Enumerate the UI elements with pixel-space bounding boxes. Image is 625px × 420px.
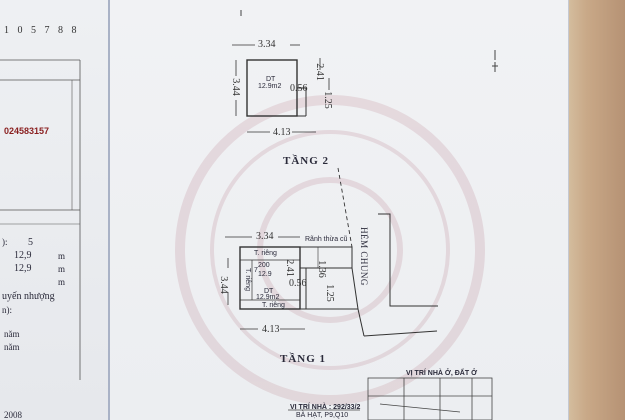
- floor1-parcel-sheet: 200: [258, 262, 270, 269]
- area-1-value: 12,9: [14, 250, 32, 261]
- certificate-left-page: 1 0 5 7 8 8 024583157 ): 5 12,9 m 12,9 m…: [0, 0, 109, 420]
- floor2-plan: [232, 44, 330, 133]
- field-number: 5: [28, 237, 33, 248]
- line-n: n):: [2, 305, 12, 315]
- location-sketch: [288, 377, 493, 420]
- reference-code: 024583157: [4, 126, 50, 136]
- floor1-right-bottom: 1.25: [323, 284, 335, 302]
- floor1-private-bottom: T. riêng: [262, 302, 285, 309]
- floor1-right-mid: 0.56: [289, 278, 307, 289]
- area-1-unit: m: [58, 251, 66, 261]
- floor1-right-side: 1.36: [315, 260, 327, 278]
- floor1-ditch-label: Rãnh thừa cũ: [305, 236, 348, 243]
- house-location-label: VỊ TRÍ NHÀ Ở, ĐẤT Ở: [406, 370, 478, 377]
- floor2-title: TẦNG 2: [283, 155, 330, 167]
- line-c: ):: [2, 237, 8, 247]
- floor1-plan: [225, 167, 438, 337]
- floor2-right-mid: 0.56: [290, 83, 308, 94]
- left-page-table-lines: [0, 59, 81, 380]
- year-line-2: năm: [4, 342, 20, 352]
- serial-number: 1 0 5 7 8 8: [4, 25, 80, 36]
- watermark-seal: [175, 95, 485, 405]
- transfer-text: uyến nhượng: [2, 291, 55, 302]
- floor2-right-top: 2.41: [313, 63, 325, 81]
- floor2-right-bottom: 1.25: [321, 91, 333, 109]
- house-position-label: VỊ TRÍ NHÀ : 292/33/2: [290, 404, 361, 411]
- floor1-area-label: DT: [264, 288, 274, 295]
- floor1-parcel-number: 7: [254, 267, 258, 274]
- floor1-parcel-area: 12.9: [258, 271, 272, 278]
- area-3-unit: m: [58, 277, 66, 287]
- floor1-bottom-width: 4.13: [262, 324, 280, 335]
- street-label: BÀ HẠT, P9,Q10: [296, 412, 349, 419]
- floor1-title: TẦNG 1: [280, 353, 327, 365]
- floor2-area-label: DT: [266, 76, 276, 83]
- floor1-top-width: 3.34: [256, 231, 274, 242]
- corner-marks: [240, 10, 498, 72]
- year-line-1: năm: [4, 329, 20, 339]
- table-surface-right: [560, 0, 625, 420]
- floor1-private-top: T. riêng: [254, 250, 277, 257]
- floor1-private-left: T. riêng: [243, 268, 251, 291]
- floor1-area-value: 12.9m2: [256, 294, 280, 301]
- floor2-left-height: 3.44: [229, 78, 241, 96]
- certificate-plan-page: [108, 0, 569, 420]
- floor2-area-value: 12.9m2: [258, 83, 282, 90]
- year-line-3: 2008: [4, 410, 22, 420]
- floor2-bottom-width: 4.13: [273, 127, 291, 138]
- shared-alley-label: HẺM CHUNG: [358, 227, 369, 286]
- area-2-unit: m: [58, 264, 66, 274]
- floor1-left-height: 3.44: [217, 276, 229, 294]
- floor2-top-width: 3.34: [258, 39, 276, 50]
- area-2-value: 12,9: [14, 263, 32, 274]
- floor1-right-top: 2.41: [283, 259, 295, 277]
